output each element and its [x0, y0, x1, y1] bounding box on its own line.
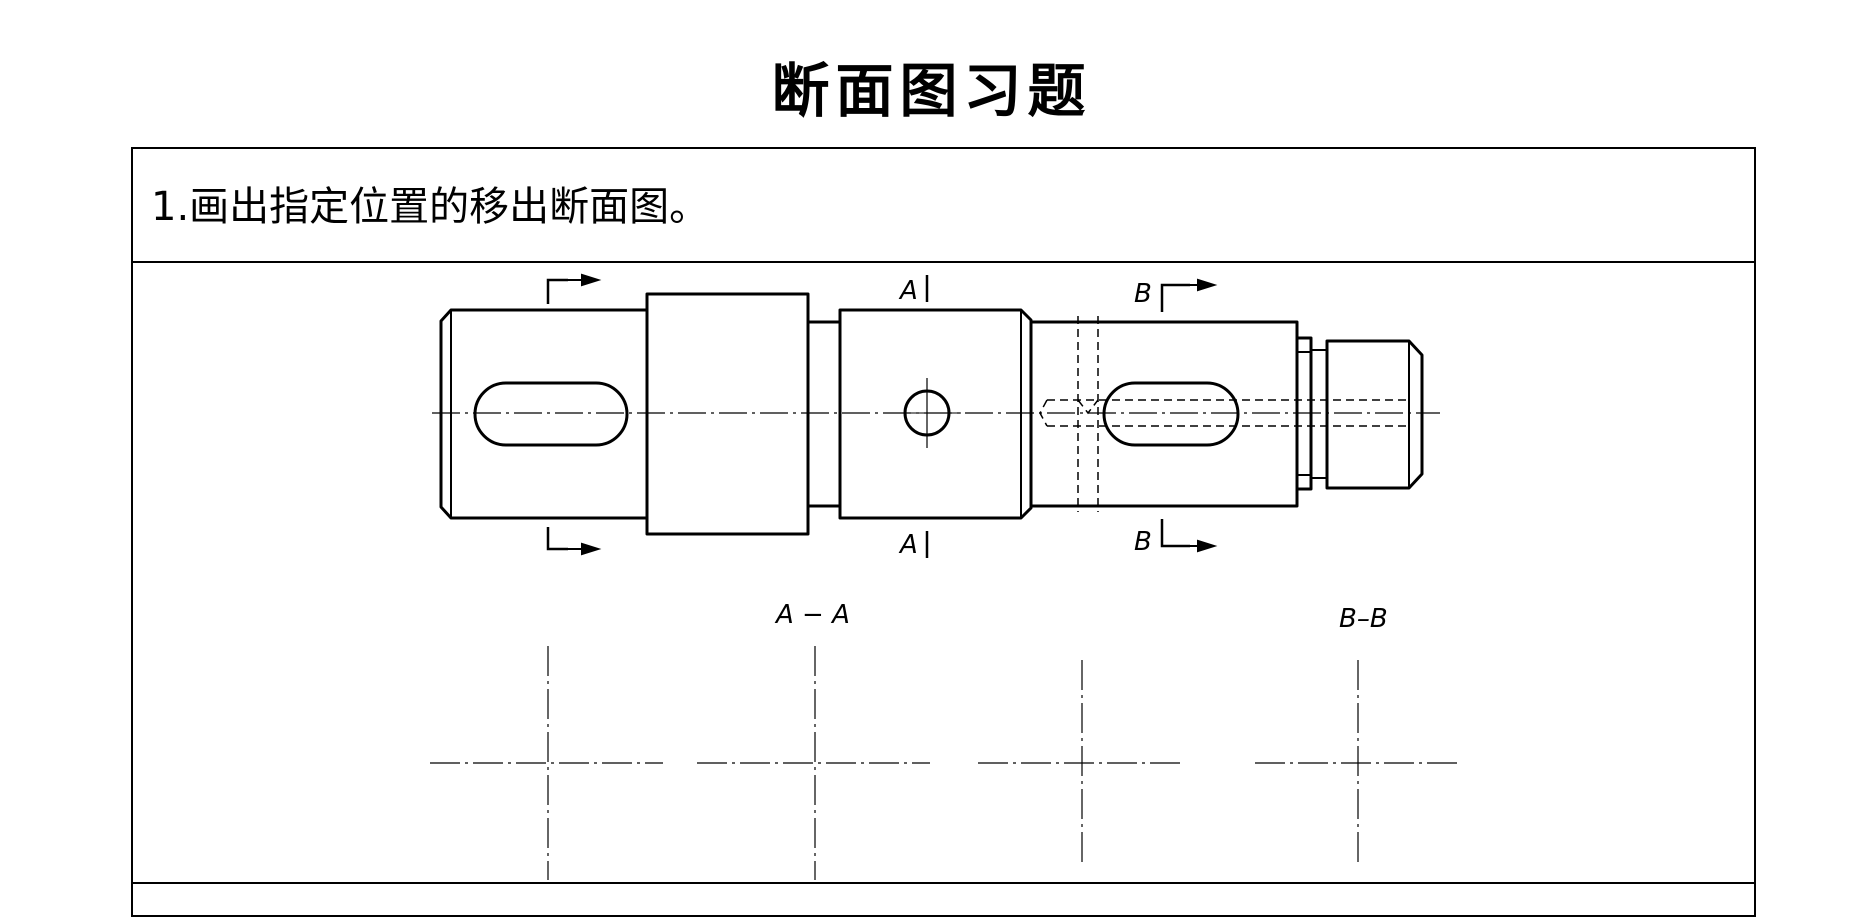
- question-row: 1.画出指定位置的移出断面图。: [133, 149, 1754, 263]
- cut-mark-b: [1160, 283, 1190, 548]
- cut-mark-left: [546, 278, 568, 551]
- question-text: 1.画出指定位置的移出断面图。: [151, 184, 710, 230]
- answer-crosshairs: [430, 646, 1460, 880]
- hidden-lines: [1039, 316, 1410, 512]
- crosshair-4-b-b: [1255, 660, 1460, 866]
- keyway-right: [1102, 381, 1240, 447]
- shaft-thread-end: [1325, 339, 1424, 490]
- shaft-segment-left: [439, 308, 649, 520]
- shaft-collar: [645, 292, 810, 536]
- crosshair-3: [978, 660, 1184, 866]
- section-label-b: B–B: [1339, 604, 1388, 634]
- center-lines: [432, 378, 1440, 448]
- cut-label-b-bottom: B: [1134, 527, 1152, 557]
- keyway-left: [473, 381, 629, 447]
- crosshair-1: [430, 646, 663, 880]
- cut-label-a-bottom: A: [898, 530, 918, 560]
- shaft-neck: [806, 320, 842, 508]
- shaft-segment-keyway: [1029, 320, 1299, 508]
- shaft-segment-hole: [838, 308, 1033, 520]
- crosshair-2-a-a: [697, 646, 930, 880]
- bottom-rule: [133, 882, 1754, 884]
- cut-label-a-top: A: [898, 276, 918, 306]
- cut-label-b-top: B: [1134, 279, 1152, 309]
- page-title: 断面图习题: [771, 57, 1092, 125]
- section-label-a: A − A: [774, 600, 850, 630]
